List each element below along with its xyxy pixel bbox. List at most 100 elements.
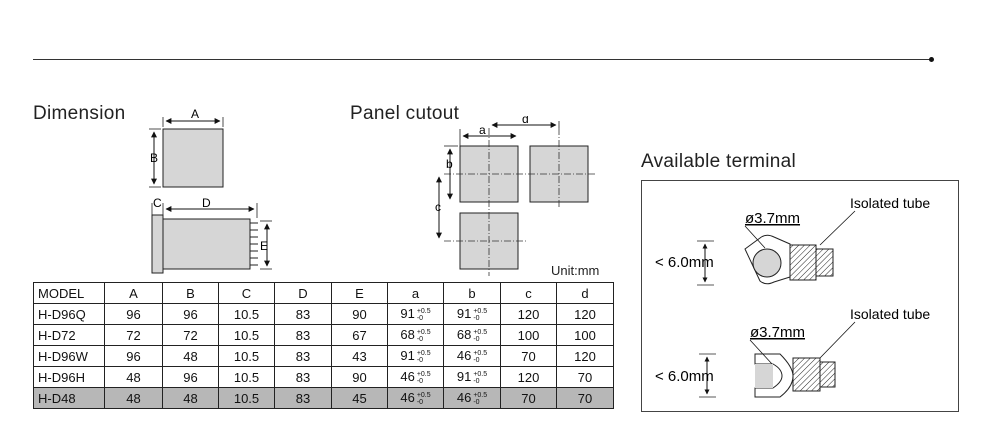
tolerance: +0.5-0	[473, 328, 488, 343]
tolerance: +0.5-0	[473, 349, 488, 364]
dim-label-d: D	[202, 196, 211, 210]
tolerance: +0.5-0	[416, 370, 431, 385]
ring-diameter-label: ø3.7mm	[745, 210, 800, 227]
table-cell-B: 72	[162, 324, 219, 346]
cutout-label-b: b	[446, 157, 453, 171]
top-divider-dot	[929, 57, 934, 62]
front-view-rect	[162, 128, 224, 188]
cutout-label-d: d	[522, 116, 529, 126]
table-cell-d: 120	[556, 345, 614, 367]
table-header-cell: MODEL	[33, 282, 105, 304]
table-cell-C: 10.5	[218, 345, 275, 367]
table-cell-C: 10.5	[218, 324, 275, 346]
table-cell-a: 68+0.5-0	[387, 324, 444, 346]
table-cell-A: 96	[104, 303, 163, 325]
table-cell-A: 48	[104, 387, 163, 409]
tolerance: +0.5-0	[416, 391, 431, 406]
table-cell-D: 83	[274, 366, 332, 388]
table-cell-C: 10.5	[218, 303, 275, 325]
table-cell-C: 10.5	[218, 387, 275, 409]
table-cell-model: H-D72	[33, 324, 105, 346]
table-cell-A: 72	[104, 324, 163, 346]
table-cell-E: 90	[331, 366, 388, 388]
fork-diameter-label: ø3.7mm	[750, 324, 805, 341]
table-header-cell: E	[331, 282, 388, 304]
table-cell-b: 91+0.5-0	[443, 366, 501, 388]
table-header-cell: a	[387, 282, 444, 304]
table-cell-a: 46+0.5-0	[387, 387, 444, 409]
unit-label: Unit:mm	[551, 263, 600, 278]
table-cell-d: 120	[556, 303, 614, 325]
dimension-heading: Dimension	[33, 103, 126, 124]
table-cell-model: H-D96W	[33, 345, 105, 367]
table-cell-b: 91+0.5-0	[443, 303, 501, 325]
tolerance: +0.5-0	[416, 307, 431, 322]
table-cell-c: 70	[500, 345, 557, 367]
dim-label-c: C	[153, 196, 162, 210]
ring-terminal: Isolated tube ø3.7mm < 6.0mm	[655, 195, 930, 286]
table-cell-d: 100	[556, 324, 614, 346]
table-cell-E: 67	[331, 324, 388, 346]
table-cell-d: 70	[556, 366, 614, 388]
table-cell-c: 70	[500, 387, 557, 409]
tolerance: +0.5-0	[473, 391, 488, 406]
tolerance: +0.5-0	[473, 370, 488, 385]
terminal-drawing: Isolated tube ø3.7mm < 6.0mm Isolated tu…	[655, 195, 930, 398]
available-terminal-heading: Available terminal	[641, 151, 797, 172]
dim-label-a: A	[191, 108, 199, 121]
dim-label-b: B	[150, 151, 158, 165]
table-header-cell: d	[556, 282, 614, 304]
table-cell-D: 83	[274, 324, 332, 346]
table-cell-B: 96	[162, 366, 219, 388]
table-cell-c: 120	[500, 303, 557, 325]
table-header-cell: B	[162, 282, 219, 304]
table-cell-a: 91+0.5-0	[387, 345, 444, 367]
table-header-cell: b	[443, 282, 501, 304]
dimension-drawing: A B C D E	[149, 108, 272, 274]
table-cell-model: H-D48	[33, 387, 105, 409]
terminal-box: Isolated tube ø3.7mm < 6.0mm Isolated tu…	[641, 180, 959, 412]
table-cell-a: 91+0.5-0	[387, 303, 444, 325]
fork-terminal: Isolated tube ø3.7mm < 6.0mm	[655, 306, 930, 398]
table-cell-model: H-D96H	[33, 366, 105, 388]
cutout-label-a: a	[479, 123, 486, 137]
dim-label-e: E	[260, 239, 268, 253]
tolerance: +0.5-0	[473, 307, 488, 322]
table-cell-d: 70	[556, 387, 614, 409]
table-cell-E: 43	[331, 345, 388, 367]
ring-tube-label: Isolated tube	[850, 195, 930, 211]
tolerance: +0.5-0	[416, 328, 431, 343]
table-cell-E: 45	[331, 387, 388, 409]
top-divider-line	[33, 59, 931, 60]
table-cell-a: 46+0.5-0	[387, 366, 444, 388]
table-cell-c: 120	[500, 366, 557, 388]
table-header-cell: A	[104, 282, 163, 304]
table-header-cell: D	[274, 282, 332, 304]
table-cell-B: 48	[162, 345, 219, 367]
cutout-label-c: c	[435, 200, 441, 214]
table-cell-B: 48	[162, 387, 219, 409]
table-cell-c: 100	[500, 324, 557, 346]
table-cell-C: 10.5	[218, 366, 275, 388]
panel-cutout-drawing: a d b c	[435, 116, 595, 276]
table-cell-b: 46+0.5-0	[443, 345, 501, 367]
table-cell-B: 96	[162, 303, 219, 325]
table-cell-D: 83	[274, 345, 332, 367]
table-cell-b: 46+0.5-0	[443, 387, 501, 409]
table-header-cell: C	[218, 282, 275, 304]
table-cell-b: 68+0.5-0	[443, 324, 501, 346]
side-view-bezel	[151, 214, 164, 274]
fork-width-label: < 6.0mm	[655, 368, 714, 385]
panel-cutout-heading: Panel cutout	[350, 103, 460, 124]
tolerance: +0.5-0	[416, 349, 431, 364]
ring-width-label: < 6.0mm	[655, 254, 714, 271]
table-cell-A: 48	[104, 366, 163, 388]
table-cell-model: H-D96Q	[33, 303, 105, 325]
